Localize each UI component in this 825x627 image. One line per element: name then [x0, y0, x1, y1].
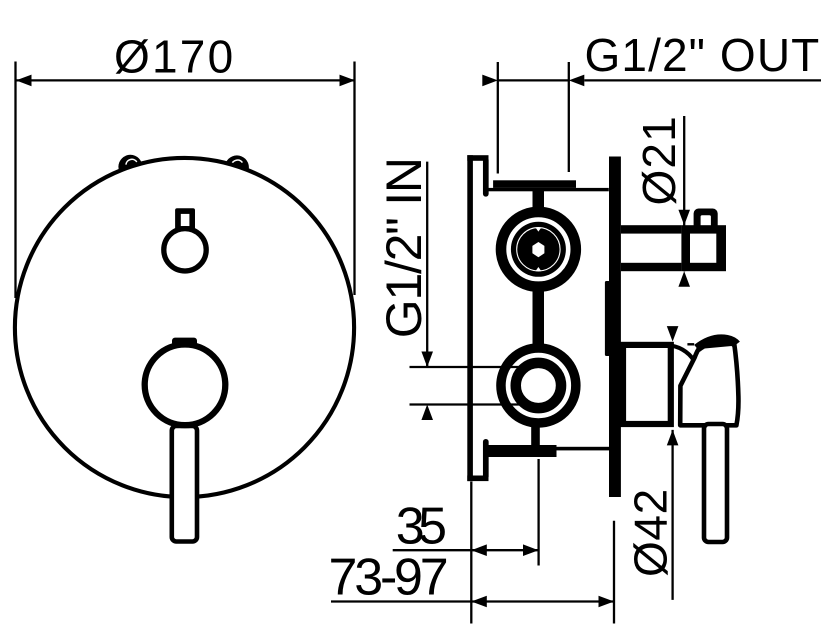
body-top-line — [485, 187, 609, 192]
side-view — [467, 155, 741, 545]
body-top-cover — [493, 180, 576, 188]
lever-grip-cap — [694, 334, 740, 353]
arrowhead — [16, 74, 32, 87]
arrowhead — [471, 544, 487, 556]
wall-plate-edge — [604, 156, 621, 497]
bottom-port — [496, 343, 581, 428]
diverter-knob — [161, 208, 209, 274]
arrowhead — [339, 74, 355, 87]
arrowhead — [598, 595, 614, 608]
screw-head-highlight — [125, 158, 138, 165]
valve-stem-bottom — [531, 427, 540, 446]
dim-handle-base-diameter: Ø42 — [625, 326, 679, 600]
body-bottom-cover — [486, 445, 557, 457]
valve-stem-middle — [532, 290, 544, 344]
wall-plate-bar — [609, 156, 621, 497]
lever-handle-side — [619, 334, 741, 545]
top-port-hex-hole — [532, 242, 545, 258]
connector-tab-hole — [700, 215, 711, 227]
dim-text-plate-diameter: Ø170 — [114, 30, 234, 82]
dim-text-outlet: G1/2" OUT — [585, 29, 821, 81]
arrowhead — [666, 326, 679, 342]
front-view — [12, 154, 357, 544]
top-port-notch-bottom — [535, 267, 542, 272]
dim-connector-diameter: Ø21 — [633, 116, 690, 287]
top-port — [495, 206, 582, 292]
dim-outlet: G1/2" OUT — [482, 29, 821, 174]
arrowhead — [568, 74, 585, 87]
dim-text-inlet: G1/2" IN — [376, 156, 432, 338]
lever-rod-front — [169, 423, 200, 544]
lever-grip-side — [677, 341, 741, 428]
connector-pipe-top — [620, 225, 682, 234]
arrowhead — [421, 351, 433, 367]
lever-base-circle — [141, 341, 229, 429]
connector-pipe-bottom — [620, 262, 682, 272]
arrowhead — [678, 271, 690, 287]
dim-text-connector-diameter: Ø21 — [633, 116, 685, 206]
handle-rosette — [619, 341, 674, 428]
dim-text-offset-35: 35 — [396, 498, 448, 556]
outlet-connector — [620, 208, 726, 272]
bracket-bottom-hook — [467, 475, 489, 482]
arrowhead — [678, 209, 690, 226]
arrowhead — [471, 595, 487, 608]
top-port-notch-top — [535, 227, 542, 232]
arrowhead — [421, 404, 433, 420]
dim-inlet: G1/2" IN — [376, 156, 519, 420]
dim-text-handle-base-diameter: Ø42 — [625, 488, 677, 577]
arrowhead — [482, 74, 498, 87]
body-bottom-line — [556, 446, 610, 451]
valve-body — [485, 180, 610, 457]
lever-handle-front — [141, 337, 229, 544]
valve-stem-top — [532, 188, 544, 208]
lever-top-dash — [172, 337, 197, 346]
dim-depth-range: 73-97 — [329, 520, 616, 624]
arrowhead — [666, 429, 679, 446]
dim-plate-diameter: Ø170 — [14, 30, 356, 298]
dim-text-depth-range: 73-97 — [329, 549, 450, 607]
dim-offset-35: 35 — [392, 459, 540, 624]
lever-rod-side — [701, 421, 730, 545]
connector-nipple-bore — [690, 233, 717, 263]
bracket-top-hook — [467, 155, 489, 161]
arrowhead — [523, 544, 539, 556]
bottom-port-bore-ring — [510, 357, 567, 414]
knob-circle — [161, 225, 209, 274]
dimensions: Ø170 G1/2" OUT G1/2" IN Ø21 — [14, 29, 821, 624]
knob-stem-window — [180, 213, 190, 227]
wall-plate-sleeve — [604, 281, 610, 356]
mounting-bracket — [467, 155, 489, 482]
bracket-bar — [467, 155, 473, 482]
